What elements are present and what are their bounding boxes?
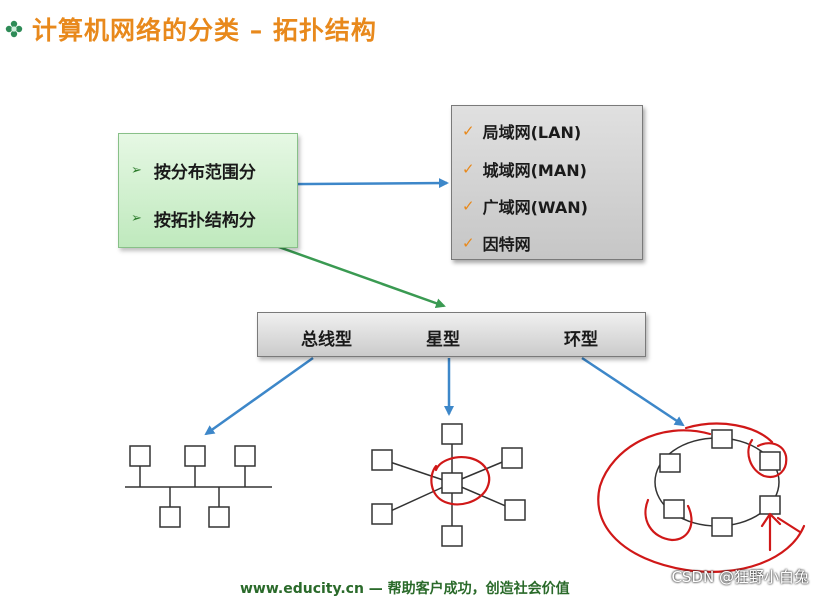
classification-item-range[interactable]: ➢ 按分布范围分: [131, 158, 256, 183]
ring-arrow: [581, 356, 685, 427]
range-item-man: ✓ 城域网(MAN): [462, 157, 587, 181]
checkmark-icon: ✓: [462, 234, 475, 252]
range-item-label: 广域网(WAN): [482, 198, 588, 217]
star-topology-diagram: [371, 423, 526, 547]
red-annotations: [430, 422, 806, 573]
star-node: [504, 499, 526, 521]
ring-node: [711, 517, 733, 537]
range-item-internet: ✓ 因特网: [462, 231, 531, 255]
arrow-right-icon: ➢: [131, 163, 142, 178]
network-range-box: ✓ 局域网(LAN) ✓ 城域网(MAN) ✓ 广域网(WAN) ✓ 因特网: [451, 105, 643, 260]
topology-arrow: [261, 239, 446, 309]
ring-node: [711, 429, 733, 449]
bus-arrow: [204, 356, 314, 436]
checkmark-icon: ✓: [462, 160, 475, 178]
page-title: 计算机网络的分类 – 拓扑结构: [32, 16, 377, 45]
footer-slogan: www.educity.cn — 帮助客户成功，创造社会价值: [240, 581, 570, 597]
bus-node: [184, 445, 206, 467]
checkmark-icon: ✓: [462, 197, 475, 215]
range-item-wan: ✓ 广域网(WAN): [462, 194, 588, 218]
bus-node: [159, 506, 181, 528]
topology-type-bar: 总线型 星型 环型: [257, 312, 646, 357]
classification-box: ➢ 按分布范围分 ➢ 按拓扑结构分: [118, 133, 298, 248]
star-node: [441, 525, 463, 547]
topology-label-ring: 环型: [564, 330, 598, 350]
checkmark-icon: ✓: [462, 122, 475, 140]
bus-node: [234, 445, 256, 467]
ring-node: [759, 451, 781, 471]
star-node: [371, 449, 393, 471]
star-node: [501, 447, 523, 469]
topology-label-bus: 总线型: [301, 330, 352, 350]
bus-node: [129, 445, 151, 467]
ring-node: [759, 495, 781, 515]
classification-item-topology[interactable]: ➢ 按拓扑结构分: [131, 206, 256, 231]
csdn-watermark: CSDN @狂野小白兔: [671, 568, 809, 586]
classification-item-label: 按拓扑结构分: [153, 211, 256, 231]
star-node: [441, 423, 463, 445]
ring-node: [663, 499, 685, 519]
arrow-right-icon: ➢: [131, 211, 142, 226]
range-item-label: 城域网(MAN): [482, 161, 587, 180]
title-row: 计算机网络的分类 – 拓扑结构: [4, 12, 377, 46]
ring-node: [659, 453, 681, 473]
bus-node: [208, 506, 230, 528]
topology-label-star: 星型: [426, 330, 460, 350]
flower-icon: [4, 19, 24, 39]
range-item-label: 局域网(LAN): [482, 123, 582, 142]
range-item-lan: ✓ 局域网(LAN): [462, 119, 581, 143]
bus-topology-diagram: [125, 445, 272, 528]
star-hub-node: [441, 472, 463, 494]
range-item-label: 因特网: [482, 235, 531, 254]
classification-item-label: 按分布范围分: [153, 163, 256, 183]
ring-topology-diagram: [654, 429, 781, 537]
star-node: [371, 503, 393, 525]
